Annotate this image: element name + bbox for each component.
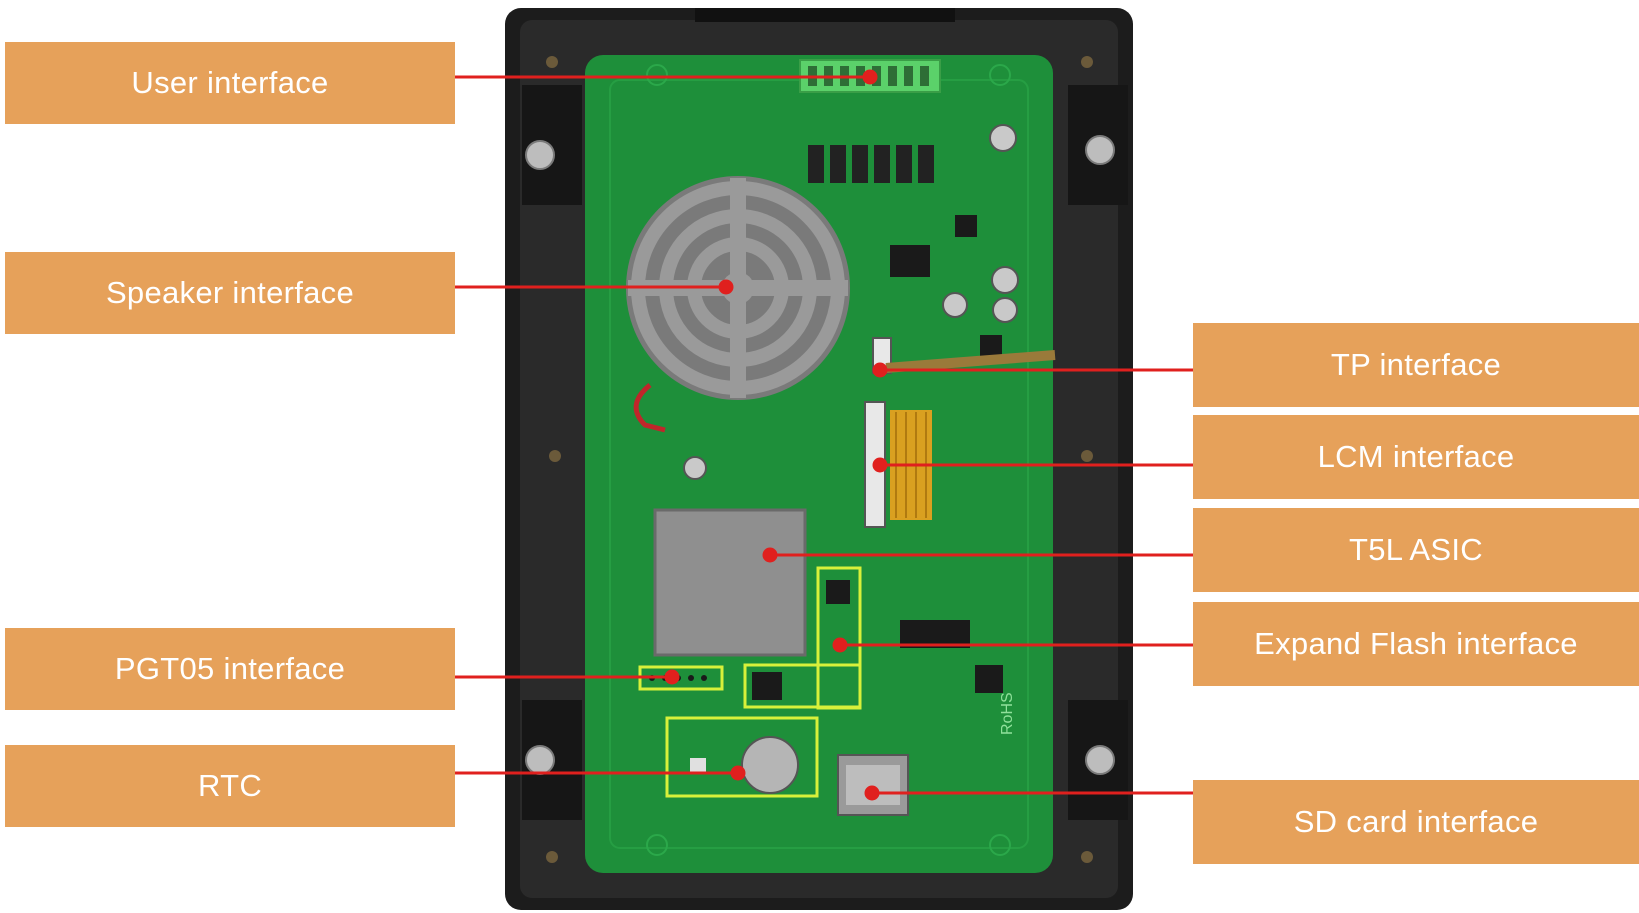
label-user-interface: User interface: [5, 42, 455, 124]
label-pgt05-interface: PGT05 interface: [5, 628, 455, 710]
label-sd-card-interface: SD card interface: [1193, 780, 1639, 864]
speaker-icon: [626, 176, 850, 400]
label-tp-interface: TP interface: [1193, 323, 1639, 407]
label-t5l-asic: T5L ASIC: [1193, 508, 1639, 592]
screws: [525, 135, 1115, 775]
t5l-asic-shield: [653, 508, 807, 657]
leader-lines: [455, 69, 1193, 801]
rohs-text: RoHS: [999, 692, 1016, 735]
label-expand-flash-interface: Expand Flash interface: [1193, 602, 1639, 686]
screw-icon: [525, 140, 555, 170]
coin-battery-icon: [741, 736, 799, 794]
label-speaker-interface: Speaker interface: [5, 252, 455, 334]
enclosure-top-notch: [695, 8, 955, 22]
label-rtc: RTC: [5, 745, 455, 827]
pcb-mount-holes: [646, 64, 1011, 856]
screw-icon: [525, 745, 555, 775]
screw-icon: [1085, 745, 1115, 775]
mount-holes: [546, 56, 1093, 863]
screw-icon: [1085, 135, 1115, 165]
rtc-highlight-box: [665, 716, 819, 798]
label-lcm-interface: LCM interface: [1193, 415, 1639, 499]
